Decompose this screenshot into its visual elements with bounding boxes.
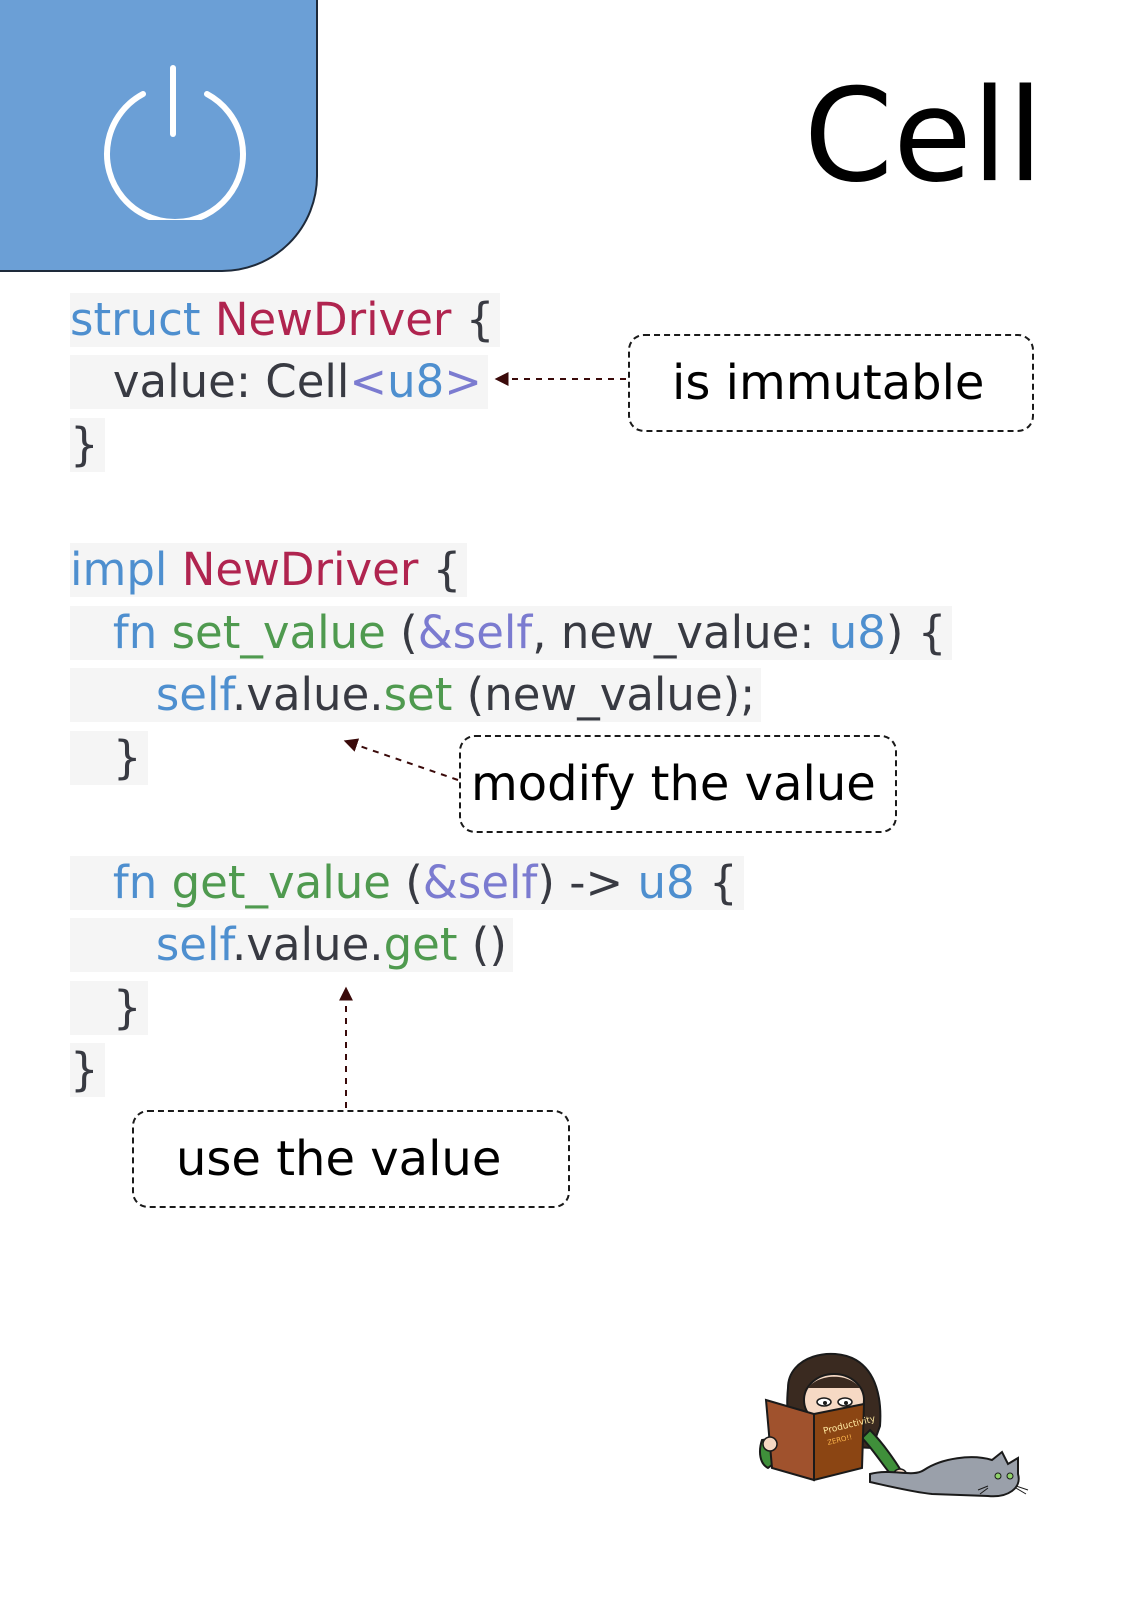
reading-girl-with-cat-illustration: Productivity ZERO!! xyxy=(759,1352,1029,1498)
code-line-set-close: } xyxy=(70,731,148,785)
callout-use-value: use the value xyxy=(132,1110,570,1208)
page-title: Cell xyxy=(803,62,1043,211)
code-line-field: value: Cell<u8> xyxy=(70,355,488,409)
arrow-to-set-call xyxy=(343,738,459,781)
callout-is-immutable: is immutable xyxy=(628,334,1034,432)
callout-label: modify the value xyxy=(471,756,876,812)
code-line-struct: struct NewDriver { xyxy=(70,293,501,347)
callout-modify-value: modify the value xyxy=(459,735,897,833)
code-line-impl-close: } xyxy=(70,1043,105,1097)
power-icon xyxy=(104,65,246,220)
code-line-impl: impl NewDriver { xyxy=(70,543,468,597)
code-line-struct-close: } xyxy=(70,418,105,472)
code-line-get-call: self.value.get () xyxy=(70,918,513,972)
code-line-set-call: self.value.set (new_value); xyxy=(70,668,762,722)
code-line-get-value-fn: fn get_value (&self) -> u8 { xyxy=(70,856,744,910)
corner-tab xyxy=(0,0,318,272)
code-line-get-close: } xyxy=(70,981,148,1035)
callout-label: use the value xyxy=(176,1131,502,1187)
code-line-set-value-fn: fn set_value (&self, new_value: u8) { xyxy=(70,606,953,660)
callout-label: is immutable xyxy=(672,355,985,411)
